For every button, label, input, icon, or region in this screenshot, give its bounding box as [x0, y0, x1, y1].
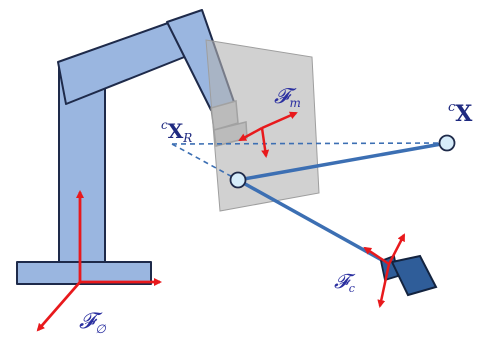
point-x: [438, 134, 456, 152]
frame-m-label-main: 𝓕: [274, 84, 290, 108]
frame-c-label: 𝓕c: [334, 271, 355, 294]
frame-m-label: 𝓕m: [274, 84, 301, 110]
point-xr-label: cXR: [161, 119, 192, 144]
point-xr-label-sup: c: [161, 118, 168, 132]
point-x-label-main: X: [455, 101, 473, 127]
dashed-reference-line-2: [171, 143, 239, 181]
projected-point: [229, 171, 247, 189]
point-xr-label-main: X: [167, 119, 184, 143]
camera-body: [390, 254, 438, 297]
frame-world-label-main: 𝓕: [79, 309, 96, 334]
frame-c-axes: [363, 233, 406, 308]
frame-world-axes: [36, 190, 162, 332]
target-plane: [205, 39, 320, 212]
frame-c-label-main: 𝓕: [334, 269, 349, 293]
frame-world-label-sub: ∅: [95, 322, 106, 336]
line-point-to-x: [237, 141, 448, 182]
frame-c-label-sub: c: [348, 282, 355, 295]
point-xr-label-sub: R: [183, 131, 193, 145]
point-x-label: cX: [448, 101, 472, 126]
point-x-label-sup: c: [448, 100, 456, 115]
frame-m-axes: [238, 111, 298, 158]
robot-arm: [16, 9, 235, 285]
frame-world-label: 𝓕∅: [79, 309, 106, 336]
dashed-reference-line: [171, 142, 448, 145]
frame-m-label-sub: m: [289, 96, 301, 110]
